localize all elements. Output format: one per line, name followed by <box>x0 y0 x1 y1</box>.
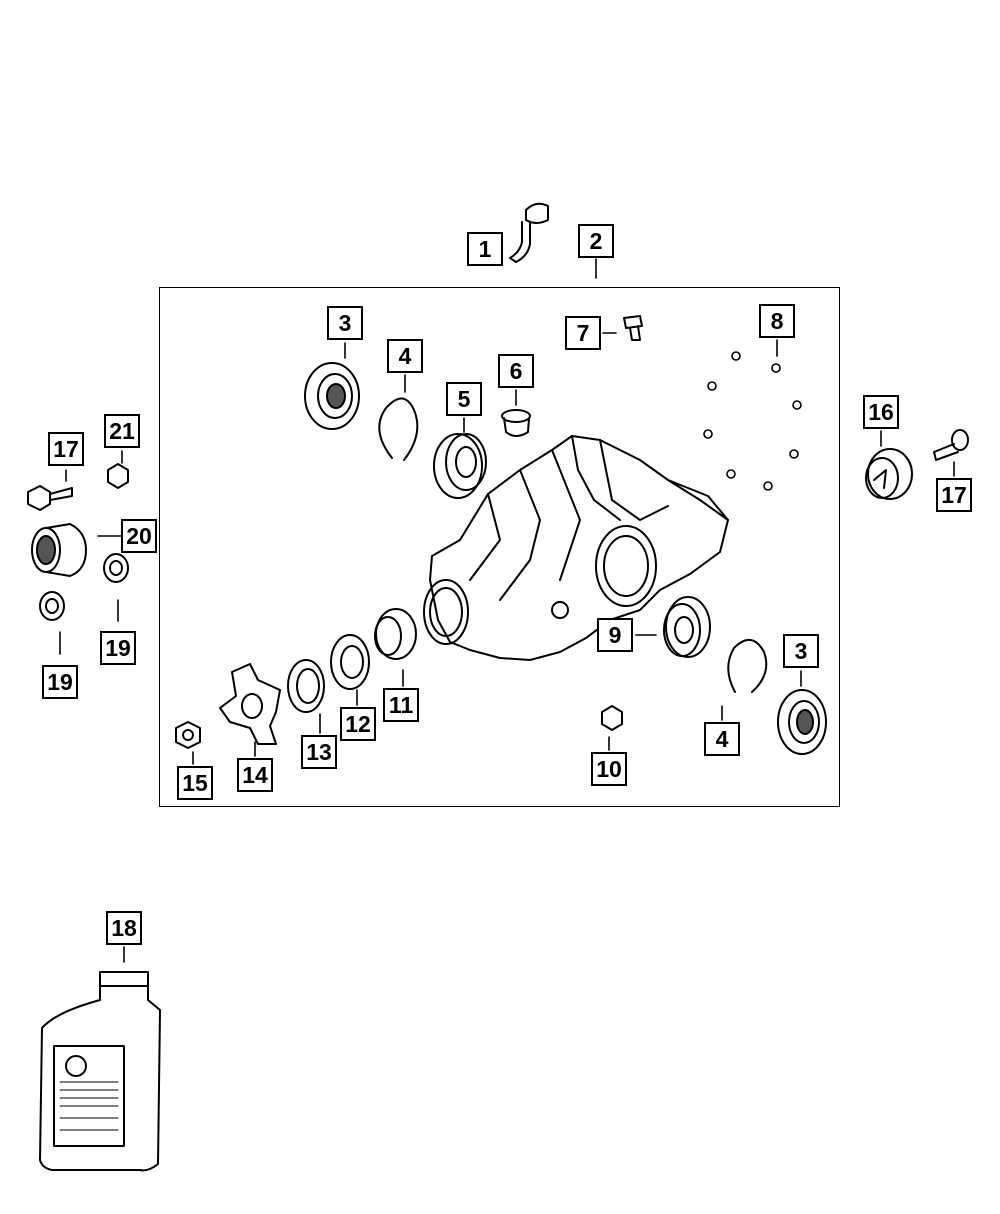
callout-1: 1 <box>467 232 503 266</box>
callout-19-right: 19 <box>100 631 136 665</box>
part-8-bolts <box>703 351 802 491</box>
part-3-seal-left <box>304 362 360 430</box>
part-7-plug <box>623 315 643 341</box>
part-16-bushing <box>865 448 913 500</box>
part-3-seal-right <box>777 689 827 755</box>
part-9-bearing <box>663 596 711 658</box>
part-14-flange <box>219 663 281 745</box>
callout-8: 8 <box>759 304 795 338</box>
part-19-washer-left <box>39 591 65 621</box>
part-2-housing <box>423 435 729 661</box>
callout-20: 20 <box>121 519 157 553</box>
part-11-bearing <box>374 608 417 660</box>
callout-17-left: 17 <box>48 432 84 466</box>
part-12-bearing <box>330 634 370 690</box>
part-20-bushing <box>31 523 87 577</box>
callout-4-right: 4 <box>704 722 740 756</box>
part-18-oil-bottle <box>39 971 161 1172</box>
assembly-frame <box>159 287 840 807</box>
callout-6: 6 <box>498 354 534 388</box>
part-13-seal <box>287 659 325 713</box>
callout-9: 9 <box>597 618 633 652</box>
callout-3-left: 3 <box>327 306 363 340</box>
callout-17-right: 17 <box>936 478 972 512</box>
part-5-bearing <box>433 433 487 499</box>
callout-11: 11 <box>383 688 419 722</box>
callout-19-left: 19 <box>42 665 78 699</box>
part-6-plug <box>501 409 531 437</box>
leader-lines <box>59 258 955 963</box>
part-21-nut <box>107 463 129 489</box>
callout-3-right: 3 <box>783 634 819 668</box>
part-15-nut <box>175 721 201 749</box>
part-17-bolt-left <box>27 485 73 511</box>
callout-21: 21 <box>104 414 140 448</box>
callout-2: 2 <box>578 224 614 258</box>
callout-16: 16 <box>863 395 899 429</box>
part-19-washer-right <box>103 553 129 583</box>
callout-15: 15 <box>177 766 213 800</box>
callout-7: 7 <box>565 316 601 350</box>
callout-10: 10 <box>591 752 627 786</box>
part-4-snap-ring-right <box>727 639 768 693</box>
callout-14: 14 <box>237 758 273 792</box>
callout-5: 5 <box>446 382 482 416</box>
part-17-bolt-right <box>933 429 969 461</box>
part-4-snap-ring-left <box>378 397 419 461</box>
callout-12: 12 <box>340 707 376 741</box>
part-10-nut <box>601 705 623 731</box>
callout-13: 13 <box>301 735 337 769</box>
callout-4-left: 4 <box>387 339 423 373</box>
part-1-vent <box>509 202 549 263</box>
callout-18: 18 <box>106 911 142 945</box>
